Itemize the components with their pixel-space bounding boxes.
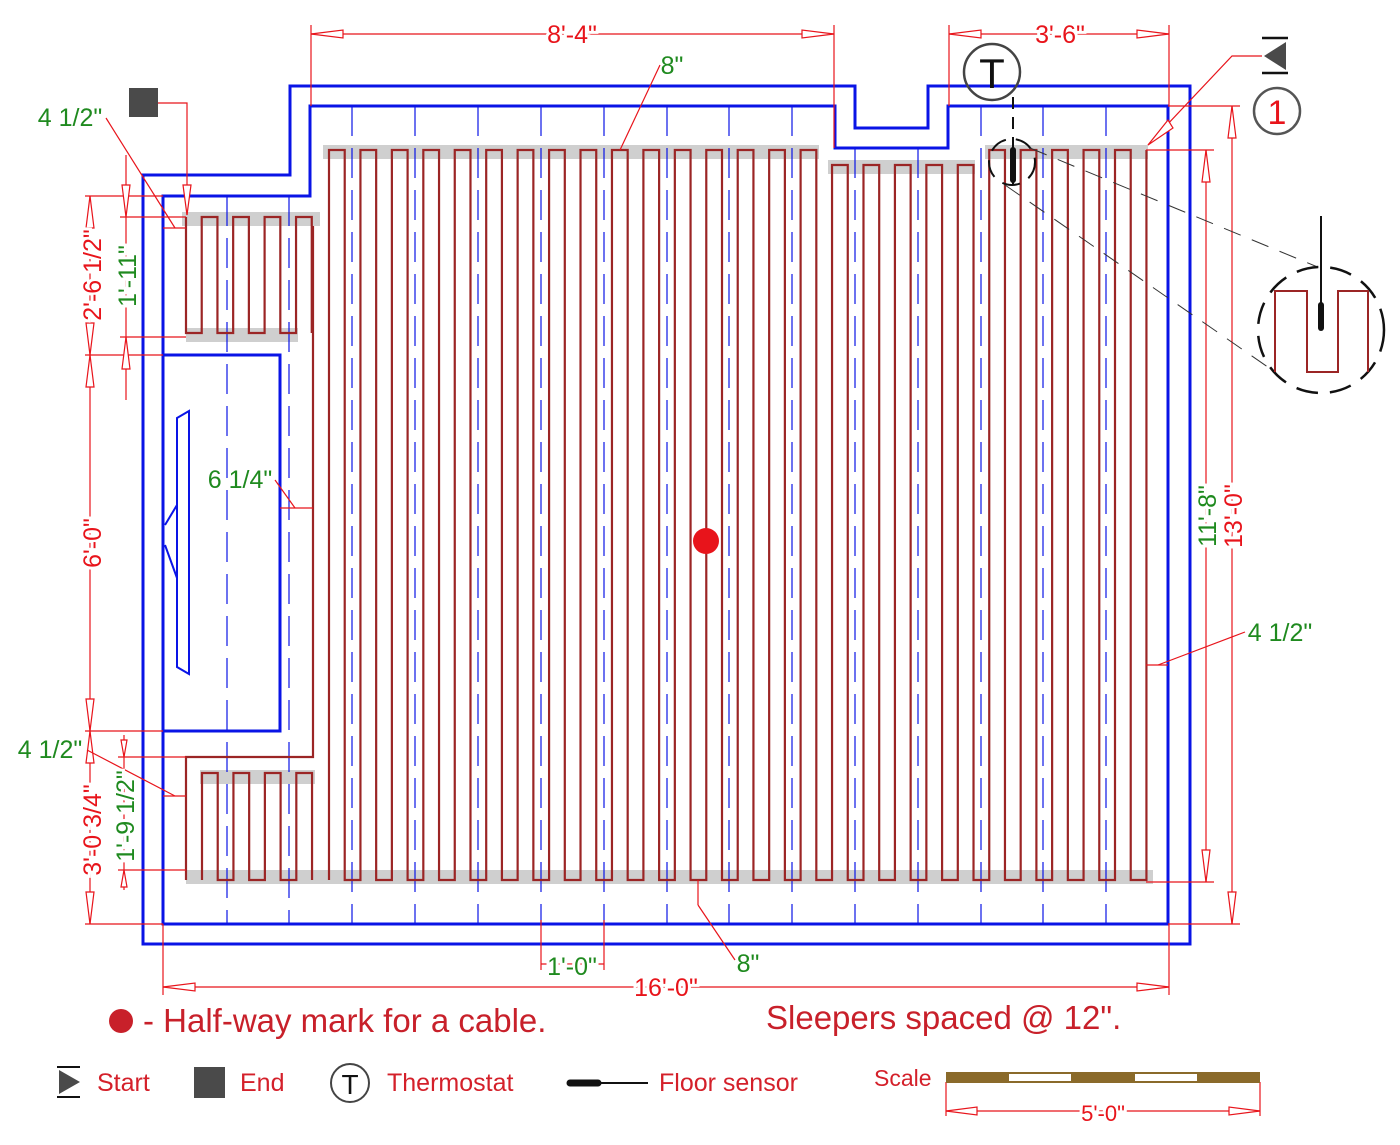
turn-zone bbox=[186, 870, 1153, 884]
cable-end-icon bbox=[129, 88, 158, 117]
cable-connector bbox=[184, 226, 315, 880]
thermostat-letter: T bbox=[979, 50, 1005, 97]
turn-zone bbox=[186, 328, 298, 342]
dim-tub-height: 6'-0" bbox=[79, 518, 107, 568]
end-legend-icon bbox=[194, 1067, 225, 1098]
dim-top-width: 8'-4" bbox=[547, 21, 597, 49]
dim-top-spacing: 8" bbox=[661, 52, 684, 80]
legend-start: Start bbox=[97, 1069, 150, 1097]
cable-run bbox=[200, 771, 314, 882]
dim-right-offset: 4 1/2" bbox=[1248, 619, 1312, 647]
cable-start-icon bbox=[1262, 36, 1288, 75]
sensor-detail-view bbox=[1256, 216, 1386, 395]
detail-leaders bbox=[1004, 147, 1321, 373]
heating-cable bbox=[184, 148, 1148, 882]
dimension-lines bbox=[85, 25, 1262, 1116]
inner-wall bbox=[161, 104, 1170, 926]
scale-length: 5'-0" bbox=[1081, 1101, 1125, 1126]
dim-left-upper-height: 2'-6 1/2" bbox=[79, 229, 107, 320]
legend: Start End T Thermostat Floor sensor bbox=[57, 1063, 798, 1103]
detail-callout-circle bbox=[988, 138, 1036, 186]
outer-wall bbox=[141, 84, 1192, 946]
dimension-labels: 8'-4" 3'-6" 8" 4 1/2" 2'-6 1/2" 1'-11" 6… bbox=[18, 18, 1312, 1005]
turn-zone bbox=[985, 145, 1148, 159]
dim-overall-width: 16'-0" bbox=[634, 974, 698, 1002]
tub-drain-shape bbox=[164, 409, 190, 676]
dim-tub-offset: 6 1/4" bbox=[208, 466, 272, 494]
halfway-legend-icon bbox=[109, 1009, 133, 1033]
halfway-mark-icon bbox=[693, 528, 719, 554]
dim-upper-left-offset: 4 1/2" bbox=[38, 104, 102, 132]
dim-right-room-height: 13'-0" bbox=[1220, 484, 1248, 548]
start-number-badge bbox=[1252, 86, 1302, 136]
dim-left-upper-cable: 1'-11" bbox=[114, 245, 142, 307]
start-legend-icon bbox=[59, 1070, 80, 1094]
legend-floor-sensor: Floor sensor bbox=[659, 1069, 798, 1097]
thermostat-icon bbox=[962, 42, 1022, 102]
dim-right-cable-height: 11'-8" bbox=[1194, 485, 1222, 547]
turn-zone bbox=[323, 145, 819, 159]
legend-end: End bbox=[240, 1069, 284, 1097]
dim-lower-left-offset: 4 1/2" bbox=[18, 736, 82, 764]
scale-bar: Scale 5'-0" bbox=[874, 1065, 1260, 1129]
cable-run bbox=[184, 215, 313, 335]
start-number: 1 bbox=[1268, 94, 1287, 132]
halfway-note: - Half-way mark for a cable. bbox=[143, 1002, 546, 1039]
scale-label: Scale bbox=[874, 1065, 932, 1091]
thermostat-legend-letter: T bbox=[341, 1069, 358, 1100]
dim-left-lower-height: 3'-0 3/4" bbox=[79, 784, 107, 875]
dim-top-right-width: 3'-6" bbox=[1035, 21, 1085, 49]
turn-zone bbox=[828, 160, 975, 174]
cable-run bbox=[327, 148, 1148, 882]
legend-thermostat: Thermostat bbox=[387, 1069, 513, 1097]
bathtub-outline bbox=[163, 353, 282, 733]
sleepers-note: Sleepers spaced @ 12". bbox=[766, 999, 1121, 1036]
dim-sleeper-spacing: 1'-0" bbox=[547, 953, 597, 981]
thermostat-legend-icon bbox=[330, 1063, 370, 1103]
dim-bottom-spacing: 8" bbox=[737, 950, 760, 978]
dim-left-lower-cable: 1'-9 1/2" bbox=[112, 770, 140, 861]
sleepers bbox=[226, 106, 1107, 924]
turn-zone bbox=[200, 770, 315, 784]
